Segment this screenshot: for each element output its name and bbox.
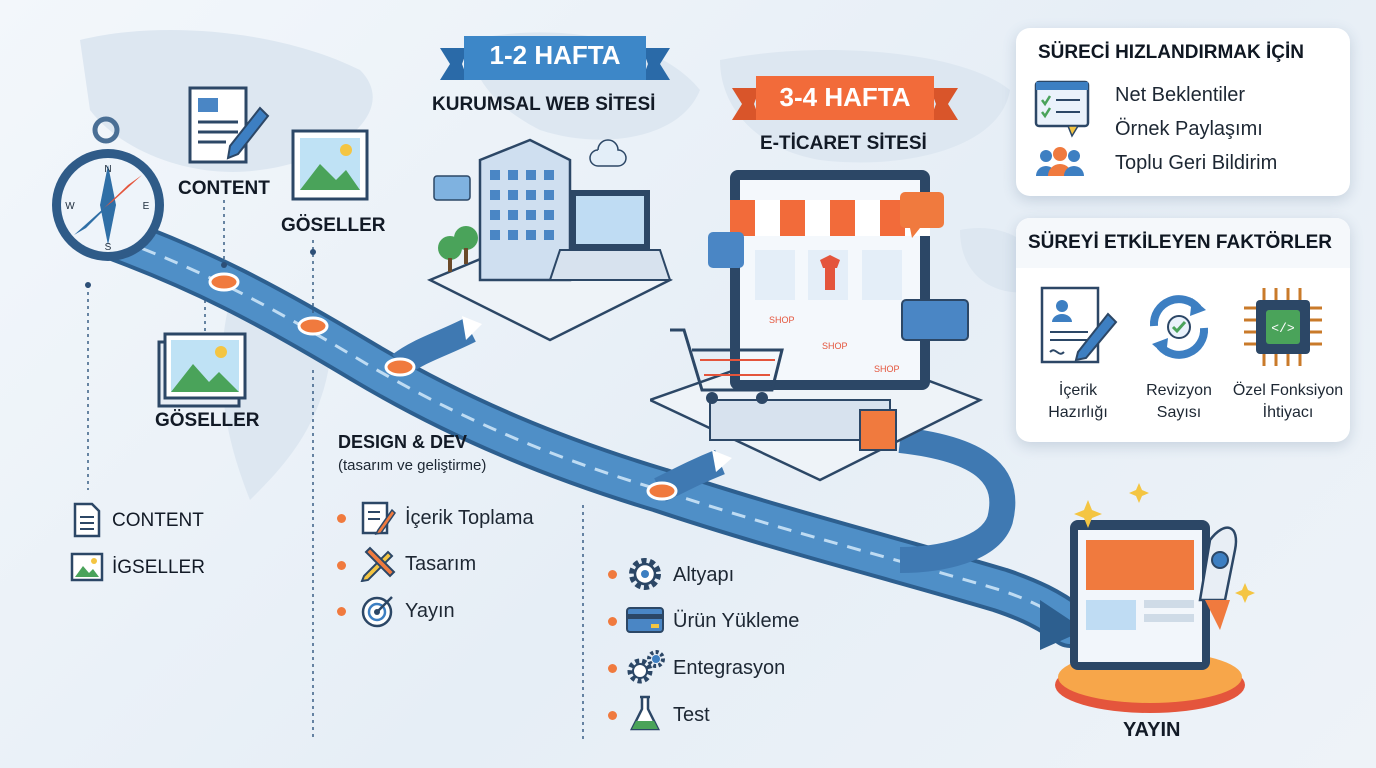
corporate-duration: 1-2 HAFTA [489,40,621,70]
road-arrow-head [1040,600,1085,650]
banner-orange [732,76,958,120]
pencil-ruler-icon [360,546,396,582]
step-publish: Yayın [405,600,455,622]
content-document-icon [1040,286,1118,364]
goseller-label-top: GÖSELLER [281,215,386,236]
milestone-dot [297,316,329,336]
factors-card-title: SÜREYİ ETKİLEYEN FAKTÖRLER [1028,232,1333,253]
revision-cycle-icon [1149,295,1209,359]
factor-custom-function: Özel Fonksiyon İhtiyacı [1232,382,1344,421]
svg-text:W: W [65,201,75,212]
speed-item-expectations: Net Beklentiler [1115,84,1246,106]
legend-images: İGSELLER [112,557,205,578]
shop-tag: SHOP [874,364,900,374]
svg-text:S: S [105,242,112,253]
launch-label: YAYIN [1123,719,1181,741]
svg-text:N: N [104,164,111,175]
shop-tag: SHOP [822,341,848,351]
flask-icon [629,695,661,731]
milestone-dot [384,357,416,377]
corporate-building-illustration [426,138,674,342]
ecommerce-shop-illustration [650,170,984,482]
checklist-icon [1034,80,1090,138]
photo-stack-icon [157,332,247,408]
people-icon [1036,147,1084,176]
credit-card-icon [626,607,664,633]
launch-illustration [1055,483,1255,713]
banner-blue [440,36,670,80]
milestone-dot [208,272,240,292]
gear-icon [629,558,661,590]
design-dev-title: DESIGN & DEV [338,432,468,452]
factor-revision-count: Revizyon Sayısı [1146,382,1212,421]
factor-content-prep: İçerik Hazırlığı [1048,382,1108,421]
speed-item-examples: Örnek Paylaşımı [1115,118,1263,140]
gears-icon [627,650,665,684]
step-content-gathering: İçerik Toplama [405,507,534,529]
compass-icon: N S W E [52,116,164,261]
document-icon [73,502,101,538]
chip-code-icon: </> [1244,288,1322,366]
corporate-title: KURUMSAL WEB SİTESİ [432,94,656,115]
step-product-upload: Ürün Yükleme [673,610,800,632]
design-dev-subtitle: (tasarım ve geliştirme) [338,457,487,474]
step-design: Tasarım [405,553,477,575]
goseller-label-mid: GÖSELLER [155,410,260,431]
image-icon [70,552,104,582]
step-test: Test [673,704,710,726]
speed-item-feedback: Toplu Geri Bildirim [1115,152,1278,174]
milestone-dot [646,481,678,501]
shop-tag: SHOP [769,315,795,325]
speed-up-card: SÜRECİ HIZLANDIRMAK İÇİN Net Beklentiler… [1016,28,1350,196]
speed-up-card-title: SÜRECİ HIZLANDIRMAK İÇİN [1038,42,1304,63]
svg-text:E: E [143,201,150,212]
ecommerce-duration: 3-4 HAFTA [779,82,911,112]
target-icon [361,596,393,628]
document-pencil-icon [188,86,270,164]
step-integration: Entegrasyon [673,657,786,679]
content-label-top: CONTENT [178,178,270,199]
ecommerce-title: E-TİCARET SİTESİ [760,133,927,154]
factors-card: SÜREYİ ETKİLEYEN FAKTÖRLER </> İçerik Ha… [1016,218,1350,442]
svg-text:</>: </> [1271,321,1295,336]
legend-content: CONTENT [112,510,204,531]
step-infrastructure: Altyapı [673,564,735,586]
checklist-pencil-icon [361,501,396,536]
image-icon [291,129,369,201]
